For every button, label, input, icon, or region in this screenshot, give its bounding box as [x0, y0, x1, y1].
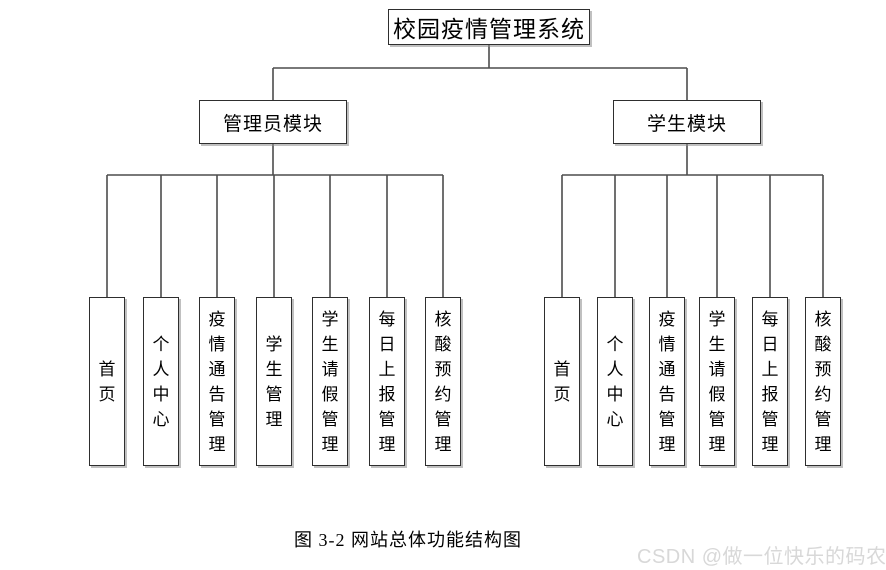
- admin-leaf-epidemic-notice-mgmt: 疫情通告管理: [199, 297, 235, 466]
- leaf-label: 首页: [553, 359, 571, 404]
- admin-leaf-home: 首页: [89, 297, 125, 466]
- student-leaf-personal-center: 个人中心: [597, 297, 633, 466]
- admin-leaf-personal-center: 个人中心: [143, 297, 179, 466]
- leaf-label: 每日上报管理: [378, 309, 396, 454]
- leaf-label: 首页: [98, 359, 116, 404]
- student-module-label: 学生模块: [646, 113, 727, 135]
- student-leaf-epidemic-notice-mgmt: 疫情通告管理: [649, 297, 685, 466]
- admin-module-node: 管理员模块: [199, 100, 347, 144]
- admin-leaf-nucleic-acid-booking-mgmt: 核酸预约管理: [425, 297, 461, 466]
- leaf-label: 疫情通告管理: [658, 309, 676, 454]
- figure-caption: 图 3-2 网站总体功能结构图: [294, 530, 522, 550]
- student-leaf-student-leave-mgmt: 学生请假管理: [699, 297, 735, 466]
- student-leaf-home: 首页: [544, 297, 580, 466]
- leaf-label: 疫情通告管理: [208, 309, 226, 454]
- admin-leaf-student-leave-mgmt: 学生请假管理: [312, 297, 348, 466]
- csdn-watermark: CSDN @做一位快乐的码农: [637, 546, 886, 568]
- admin-leaf-daily-report-mgmt: 每日上报管理: [369, 297, 405, 466]
- admin-module-label: 管理员模块: [222, 113, 323, 135]
- root-node-system-title: 校园疫情管理系统: [388, 9, 590, 45]
- leaf-label: 个人中心: [606, 334, 624, 429]
- root-node-label: 校园疫情管理系统: [393, 16, 585, 42]
- leaf-label: 核酸预约管理: [814, 309, 832, 454]
- admin-leaf-student-mgmt: 学生管理: [256, 297, 292, 466]
- student-module-node: 学生模块: [613, 100, 761, 144]
- leaf-label: 学生管理: [265, 334, 283, 429]
- student-leaf-daily-report-mgmt: 每日上报管理: [752, 297, 788, 466]
- leaf-label: 个人中心: [152, 334, 170, 429]
- leaf-label: 学生请假管理: [708, 309, 726, 454]
- student-leaf-nucleic-acid-booking-mgmt: 核酸预约管理: [805, 297, 841, 466]
- leaf-label: 核酸预约管理: [434, 309, 452, 454]
- leaf-label: 学生请假管理: [321, 309, 339, 454]
- leaf-label: 每日上报管理: [761, 309, 779, 454]
